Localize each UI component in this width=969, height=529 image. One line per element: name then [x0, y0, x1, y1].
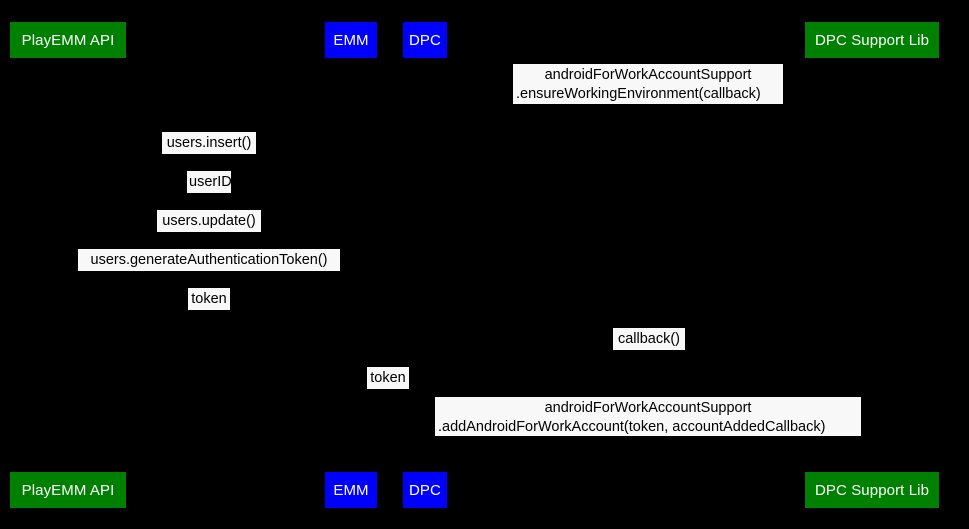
message-line: users.update()	[162, 213, 256, 229]
lifeline-dpc	[425, 58, 426, 472]
message-label-msg-token-to-dpc[interactable]: token	[367, 367, 409, 389]
participant-label: DPC	[409, 31, 441, 49]
message-label-msg-callback[interactable]: callback()	[613, 328, 685, 350]
message-label-msg-users-insert[interactable]: users.insert()	[162, 132, 256, 154]
participant-label: PlayEMM API	[21, 481, 115, 499]
message-label-msg-users-generate-authentication-token[interactable]: users.generateAuthenticationToken()	[78, 249, 340, 271]
message-line: androidForWorkAccountSupport	[544, 67, 752, 83]
participant-playemm-api-top[interactable]: PlayEMM API	[10, 22, 126, 58]
message-label-msg-token-to-emm[interactable]: token	[188, 288, 230, 310]
participant-emm-bottom[interactable]: EMM	[325, 472, 377, 508]
message-line: androidForWorkAccountSupport	[544, 400, 752, 416]
message-label-msg-ensure-working-environment[interactable]: androidForWorkAccountSupport .ensureWorki…	[513, 64, 783, 104]
message-line: callback()	[617, 331, 681, 347]
message-line: .ensureWorkingEnvironment(callback)	[516, 86, 761, 102]
lifeline-emm	[351, 58, 352, 472]
participant-label: EMM	[333, 481, 369, 499]
message-line: users.generateAuthenticationToken()	[90, 252, 328, 268]
participant-dpc-support-lib-bottom[interactable]: DPC Support Lib	[805, 472, 939, 508]
lifeline-dpc-support-lib	[872, 58, 873, 472]
participant-playemm-api-bottom[interactable]: PlayEMM API	[10, 472, 126, 508]
message-line: userID	[189, 174, 232, 190]
message-line: token	[191, 291, 227, 307]
message-label-msg-userid[interactable]: userID	[187, 171, 232, 193]
participant-label: PlayEMM API	[21, 31, 115, 49]
participant-label: EMM	[333, 31, 369, 49]
message-label-msg-users-update[interactable]: users.update()	[157, 210, 261, 232]
message-label-msg-add-android-for-work-account[interactable]: androidForWorkAccountSupport .addAndroidF…	[435, 397, 861, 436]
participant-dpc-support-lib-top[interactable]: DPC Support Lib	[805, 22, 939, 58]
participant-label: DPC Support Lib	[814, 481, 930, 499]
lifeline-playemm-api	[68, 58, 69, 472]
participant-label: DPC Support Lib	[814, 31, 930, 49]
message-line: users.insert()	[166, 135, 252, 151]
participant-dpc-top[interactable]: DPC	[403, 22, 447, 58]
participant-emm-top[interactable]: EMM	[325, 22, 377, 58]
participant-label: DPC	[409, 481, 441, 499]
participant-dpc-bottom[interactable]: DPC	[403, 472, 447, 508]
message-line: .addAndroidForWorkAccount(token, account…	[438, 419, 826, 435]
message-line: token	[370, 370, 406, 386]
